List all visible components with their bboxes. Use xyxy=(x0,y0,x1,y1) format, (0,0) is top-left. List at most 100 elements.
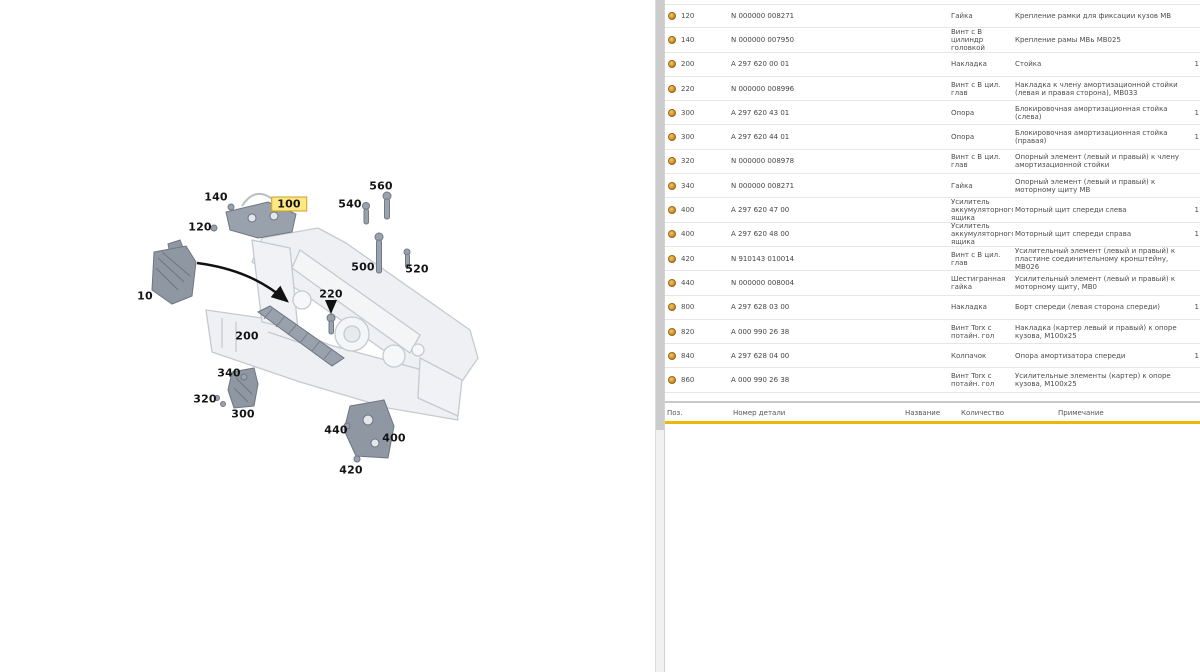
row-part-number: A 000 990 26 38 xyxy=(731,376,790,385)
part-marker-icon[interactable] xyxy=(668,157,676,166)
diagram-callout-220[interactable]: 220 xyxy=(319,287,343,301)
diagram-callout-540[interactable]: 540 xyxy=(338,197,362,211)
row-name: Гайка xyxy=(951,181,973,190)
row-part-number: N 000000 007950 xyxy=(731,35,795,44)
row-part-number: A 297 620 00 01 xyxy=(731,60,790,69)
row-name: Опора xyxy=(951,108,975,117)
diagram-callout-340[interactable]: 340 xyxy=(217,366,241,380)
part-marker-icon[interactable] xyxy=(668,254,676,263)
row-part-number: N 000000 008004 xyxy=(731,278,795,287)
row-note: Моторный щит спереди справа xyxy=(1015,230,1132,239)
part-marker-icon[interactable] xyxy=(668,108,676,117)
row-quantity xyxy=(1187,185,1200,187)
part-marker-icon[interactable] xyxy=(668,206,676,215)
part-200-shape[interactable] xyxy=(257,305,345,367)
part-marker-cell xyxy=(665,12,679,21)
part-marker-icon[interactable] xyxy=(668,278,676,287)
part-marker-icon[interactable] xyxy=(668,12,676,21)
row-part-number: A 297 620 47 00 xyxy=(731,206,790,215)
row-quantity: 1 xyxy=(1194,351,1199,360)
part-10-shape[interactable] xyxy=(151,239,197,305)
part-300-shape[interactable] xyxy=(227,367,259,409)
row-position: 400 xyxy=(681,206,695,215)
scrollbar-thumb[interactable] xyxy=(656,0,664,431)
table-column-header: Поз. Номер детали Название Количество Пр… xyxy=(665,401,1200,421)
row-name: Опора xyxy=(951,133,975,142)
row-note: Опорный элемент (левый и правый) к мотор… xyxy=(1015,177,1156,194)
row-position: 400 xyxy=(681,230,695,239)
row-name: Винт с В цил. глав xyxy=(951,80,1001,97)
part-marker-icon[interactable] xyxy=(668,376,676,385)
part-marker-cell xyxy=(665,206,679,215)
diagram-callout-520[interactable]: 520 xyxy=(405,262,429,276)
row-position: 800 xyxy=(681,303,695,312)
row-name: Усилитель аккумуляторного ящика xyxy=(951,222,1013,247)
part-marker-cell xyxy=(665,230,679,239)
row-quantity: 1 xyxy=(1194,60,1199,69)
diagram-callout-120[interactable]: 120 xyxy=(188,220,212,234)
row-position: 120 xyxy=(681,12,695,21)
part-marker-icon[interactable] xyxy=(668,181,676,190)
part-marker-icon[interactable] xyxy=(668,351,676,360)
diagram-callout-140[interactable]: 140 xyxy=(204,190,228,204)
row-note: Крепление рамы МВь МВ025 xyxy=(1015,35,1121,44)
row-note: Опорный элемент (левый и правый) к члену… xyxy=(1015,153,1180,170)
row-position: 840 xyxy=(681,351,695,360)
row-position: 820 xyxy=(681,327,695,336)
diagram-callout-560[interactable]: 560 xyxy=(369,179,393,193)
parts-diagram-art xyxy=(151,191,479,463)
diagram-callout-100[interactable]: 100 xyxy=(271,196,307,212)
part-marker-cell xyxy=(665,303,679,312)
diagram-callout-200[interactable]: 200 xyxy=(235,329,259,343)
row-name: Колпачок xyxy=(951,351,987,360)
part-marker-icon[interactable] xyxy=(668,327,676,336)
part-marker-icon[interactable] xyxy=(668,230,676,239)
row-quantity: 1 xyxy=(1194,206,1199,215)
part-400-shape[interactable] xyxy=(343,399,395,459)
part-marker-icon[interactable] xyxy=(668,84,676,93)
vertical-scrollbar[interactable] xyxy=(655,0,665,672)
diagram-callout-10[interactable]: 10 xyxy=(137,289,153,303)
diagram-callout-400[interactable]: 400 xyxy=(382,431,406,445)
diagram-callout-300[interactable]: 300 xyxy=(231,407,255,421)
part-marker-cell xyxy=(665,278,679,287)
diagram-callout-320[interactable]: 320 xyxy=(193,392,217,406)
part-marker-icon[interactable] xyxy=(668,133,676,142)
diagram-callout-420[interactable]: 420 xyxy=(339,463,363,477)
column-header-note: Примечание xyxy=(1058,409,1104,417)
row-note: Крепление рамки для фиксации кузов МВ xyxy=(1015,12,1172,21)
row-name: Винт с В цил. глав xyxy=(951,153,1001,170)
row-note: Блокировочная амортизационная стойка (сл… xyxy=(1015,104,1168,121)
row-quantity xyxy=(1187,88,1200,90)
pointer-arrows xyxy=(196,261,337,314)
table-row[interactable]: 140 N 000000 007950 Винт с В цилиндр голов… xyxy=(665,28,1200,53)
diagram-callout-440[interactable]: 440 xyxy=(324,423,348,437)
row-quantity xyxy=(1187,15,1200,17)
part-marker-icon[interactable] xyxy=(668,35,676,44)
fastener-icons xyxy=(210,191,411,463)
part-marker-icon[interactable] xyxy=(668,60,676,69)
row-position: 140 xyxy=(681,35,695,44)
row-name: Винт с В цилиндр головкой xyxy=(951,28,985,52)
part-marker-icon[interactable] xyxy=(668,303,676,312)
diagram-callout-500[interactable]: 500 xyxy=(351,260,375,274)
row-position: 440 xyxy=(681,278,695,287)
row-part-number: A 297 628 04 00 xyxy=(731,351,790,360)
row-part-number: N 000000 008996 xyxy=(731,84,795,93)
